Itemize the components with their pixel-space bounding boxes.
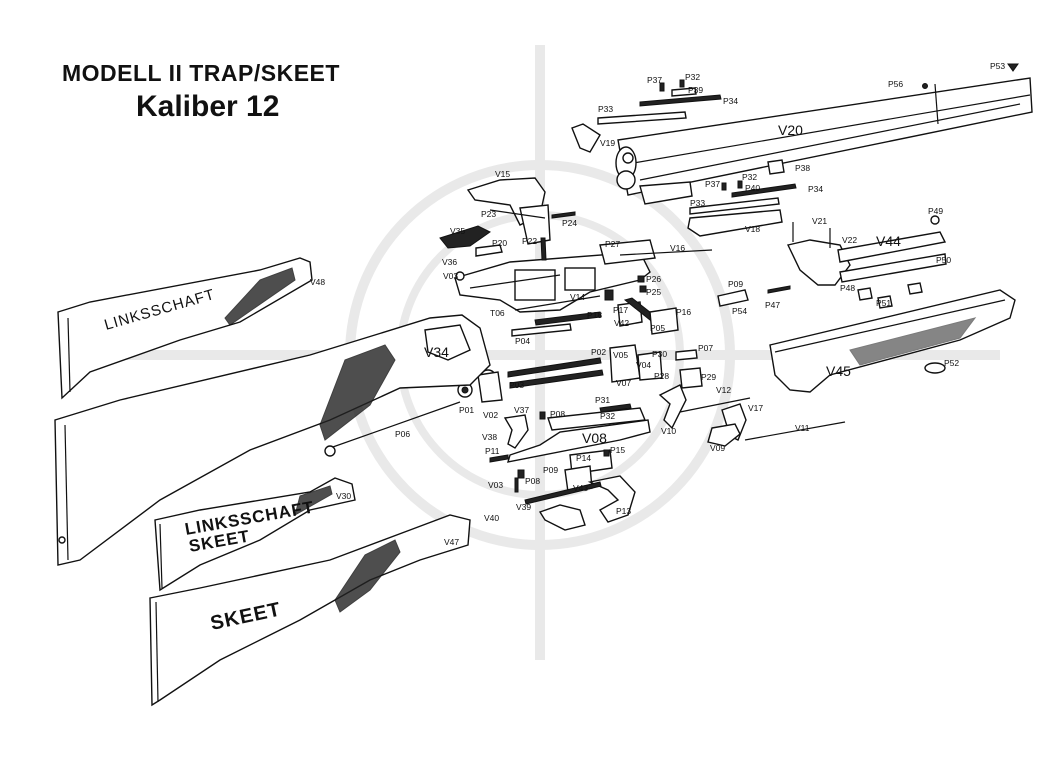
label-V21: V21 [812, 216, 827, 226]
label-V34: V34 [424, 344, 449, 360]
label-V03a: V03 [443, 271, 458, 281]
label-P27: P27 [605, 239, 620, 249]
label-V20: V20 [778, 122, 803, 138]
label-V02: V02 [483, 410, 498, 420]
label-V44: V44 [876, 233, 901, 249]
label-P39: P39 [688, 85, 703, 95]
lower-action-parts [457, 297, 846, 531]
stock-linksschaft [57, 257, 313, 400]
label-P51: P51 [876, 298, 891, 308]
label-V11: V11 [795, 423, 810, 433]
label-P01: P01 [459, 405, 474, 415]
label-P26: P26 [646, 274, 661, 284]
label-V43: V43 [573, 483, 588, 493]
label-V03b: V03 [488, 480, 503, 490]
label-P37b: P37 [705, 179, 720, 189]
label-P16: P16 [676, 307, 691, 317]
label-P08b: P08 [525, 476, 540, 486]
forend-iron-parts [717, 215, 947, 309]
upper-rib-pieces [571, 79, 797, 237]
label-V12: V12 [716, 385, 731, 395]
label-V42: V42 [614, 318, 629, 328]
stock-skeet [149, 514, 471, 707]
label-V09: V09 [710, 443, 725, 453]
label-P32a: P32 [685, 72, 700, 82]
label-V07: V07 [616, 378, 631, 388]
label-T06: T06 [490, 308, 505, 318]
label-P29: P29 [701, 372, 716, 382]
label-V19: V19 [600, 138, 615, 148]
label-P33a: P33 [598, 104, 613, 114]
label-V47: V47 [444, 537, 459, 547]
label-P47: P47 [765, 300, 780, 310]
label-V36: V36 [442, 257, 457, 267]
label-P08a: P08 [550, 409, 565, 419]
label-V18: V18 [745, 224, 760, 234]
label-V14: V14 [570, 292, 585, 302]
label-P03: P03 [509, 380, 524, 390]
label-P32c: P32 [600, 411, 615, 421]
label-P53: P53 [990, 61, 1005, 71]
label-V05: V05 [613, 350, 628, 360]
page-title-line1: MODELL II TRAP/SKEET [62, 60, 340, 86]
label-P02: P02 [591, 347, 606, 357]
label-P49: P49 [928, 206, 943, 216]
label-V39: V39 [516, 502, 531, 512]
label-V16: V16 [670, 243, 685, 253]
label-P05: P05 [650, 323, 665, 333]
label-V48: V48 [310, 277, 325, 287]
label-P30: P30 [652, 349, 667, 359]
page-title-line2: Kaliber 12 [136, 90, 280, 123]
label-V37: V37 [514, 405, 529, 415]
label-P22: P22 [522, 236, 537, 246]
label-P52: P52 [944, 358, 959, 368]
label-P50: P50 [936, 255, 951, 265]
label-P09b: P09 [728, 279, 743, 289]
label-P32b: P32 [742, 172, 757, 182]
label-P33b: P33 [690, 198, 705, 208]
label-P13: P13 [616, 506, 631, 516]
stock-linksschaft-skeet [154, 477, 356, 592]
label-P14: P14 [576, 453, 591, 463]
receiver-assembly [439, 177, 713, 313]
label-P31: P31 [595, 395, 610, 405]
label-P15: P15 [610, 445, 625, 455]
label-P34a: P34 [723, 96, 738, 106]
label-P40: P40 [745, 183, 760, 193]
label-P37a: P37 [647, 75, 662, 85]
label-P09a: P09 [543, 465, 558, 475]
barrel-assembly [615, 63, 1033, 205]
label-V30: V30 [336, 491, 351, 501]
label-P38: P38 [795, 163, 810, 173]
label-V40: V40 [484, 513, 499, 523]
label-V04: V04 [636, 360, 651, 370]
forend [769, 289, 1016, 393]
label-P20: P20 [492, 238, 507, 248]
label-P07: P07 [698, 343, 713, 353]
label-P25: P25 [646, 287, 661, 297]
label-P24: P24 [562, 218, 577, 228]
label-P17: P17 [613, 305, 628, 315]
label-P18: P18 [587, 310, 602, 320]
label-P34b: P34 [808, 184, 823, 194]
label-P04: P04 [515, 336, 530, 346]
label-V22: V22 [842, 235, 857, 245]
part-labels: P53 P56 P37 P32 P39 P34 P33 V19 V20 P38 … [310, 61, 1005, 547]
label-P28: P28 [654, 371, 669, 381]
label-P11: P11 [485, 446, 500, 456]
stock-main [54, 314, 491, 566]
label-P06: P06 [395, 429, 410, 439]
label-V10: V10 [661, 426, 676, 436]
label-V17: V17 [748, 403, 763, 413]
label-V45: V45 [826, 363, 851, 379]
label-P48: P48 [840, 283, 855, 293]
label-V38: V38 [482, 432, 497, 442]
label-P56: P56 [888, 79, 903, 89]
label-V08: V08 [582, 430, 607, 446]
label-P23: P23 [481, 209, 496, 219]
label-V15: V15 [495, 169, 510, 179]
label-V35: V35 [450, 226, 465, 236]
label-P54: P54 [732, 306, 747, 316]
